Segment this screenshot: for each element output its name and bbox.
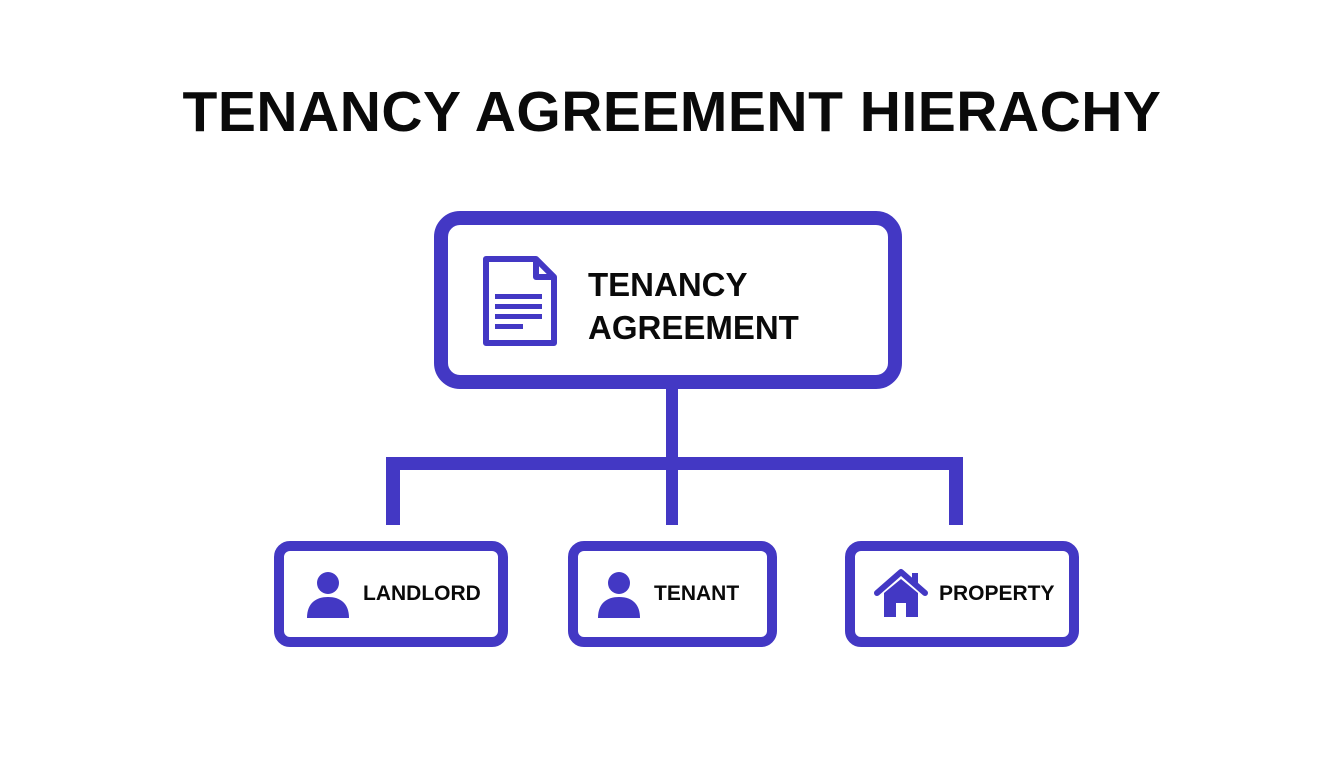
connector-stem	[666, 385, 678, 525]
house-icon	[873, 567, 929, 624]
child-node-property: PROPERTY	[845, 541, 1079, 647]
diagram-title: TENANCY AGREEMENT HIERACHY	[182, 80, 1162, 144]
document-icon	[480, 255, 560, 354]
root-label-line1: TENANCY	[588, 266, 748, 303]
person-icon	[595, 569, 643, 626]
connector-right-drop	[949, 457, 963, 525]
root-node-tenancy-agreement: TENANCY AGREEMENT	[434, 211, 902, 389]
root-node-label: TENANCY AGREEMENT	[588, 263, 799, 349]
child-label: LANDLORD	[363, 582, 481, 605]
child-label: TENANT	[654, 582, 740, 605]
person-icon	[304, 569, 352, 626]
child-node-landlord: LANDLORD	[274, 541, 508, 647]
connector-horizontal	[386, 457, 963, 470]
child-node-tenant: TENANT	[568, 541, 777, 647]
connector-left-drop	[386, 457, 400, 525]
child-label: PROPERTY	[939, 582, 1055, 605]
root-label-line2: AGREEMENT	[588, 309, 799, 346]
